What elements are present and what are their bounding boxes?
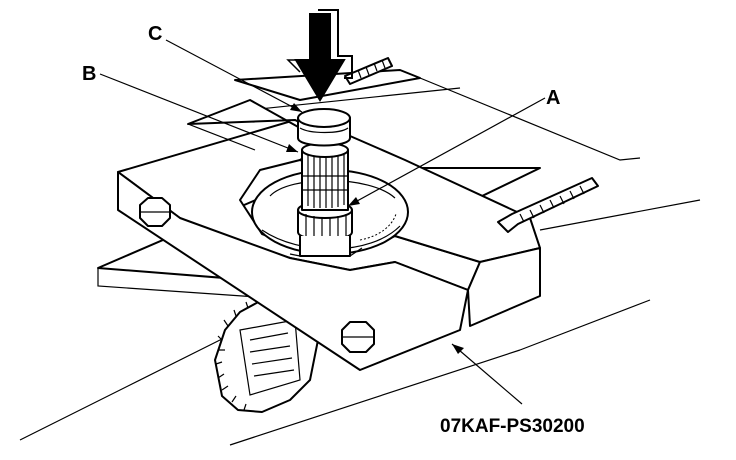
- label-a: A: [546, 87, 560, 109]
- press-direction-arrow-icon: [286, 9, 353, 102]
- press-cap: [297, 108, 351, 147]
- label-c: C: [148, 23, 162, 45]
- bolt-front: [341, 321, 375, 353]
- leader-b: [99, 73, 299, 153]
- leader-c-arrowhead: [290, 103, 302, 112]
- leader-tool-arrowhead: [452, 344, 464, 354]
- threaded-rod-right: [497, 177, 599, 233]
- leader-b-arrowhead: [286, 144, 298, 152]
- leader-a: [347, 97, 546, 207]
- label-b: B: [82, 63, 96, 85]
- bolt-left: [139, 197, 171, 227]
- leader-lines: [99, 39, 546, 405]
- threaded-rod-back: [344, 57, 393, 85]
- leader-c: [165, 39, 303, 113]
- leader-a-arrowhead: [348, 197, 360, 206]
- pinion-shaft: [289, 142, 363, 257]
- leader-tool: [451, 343, 523, 405]
- bearing-separator-block: [117, 99, 541, 371]
- tool-number-label: 07KAF-PS30200: [440, 416, 585, 437]
